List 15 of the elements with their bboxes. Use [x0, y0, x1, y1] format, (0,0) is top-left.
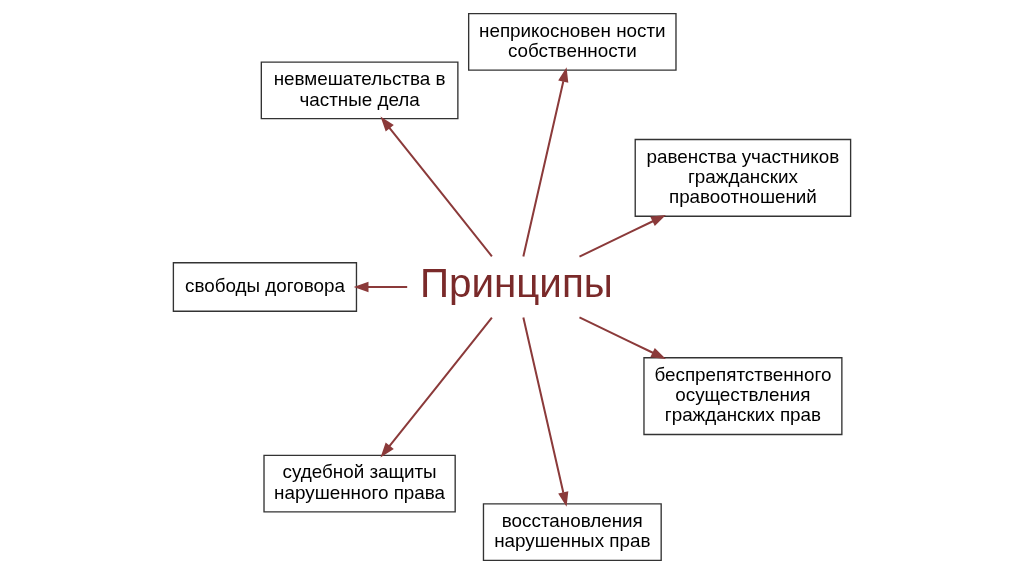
- node-box: равенства участников гражданских правоотношений: [634, 138, 852, 217]
- node-box: свободы договора: [172, 262, 358, 312]
- node-box: восстановления нарушенных прав: [482, 503, 662, 562]
- arrow: [353, 281, 408, 293]
- arrow: [522, 67, 569, 257]
- node-box: беспрепятственного осуществления гражданских прав: [643, 357, 843, 436]
- arrow: [522, 317, 569, 507]
- node-box: невмешательства в частные дела: [260, 61, 459, 120]
- arrow: [380, 116, 493, 257]
- node-box: судебной защиты нарушенного права: [263, 454, 456, 513]
- node-text: Принципы: [419, 260, 613, 307]
- node-box: неприкосновен ности собственности: [468, 12, 677, 71]
- arrow: [579, 215, 666, 258]
- arrow: [380, 317, 493, 458]
- arrow: [579, 316, 666, 359]
